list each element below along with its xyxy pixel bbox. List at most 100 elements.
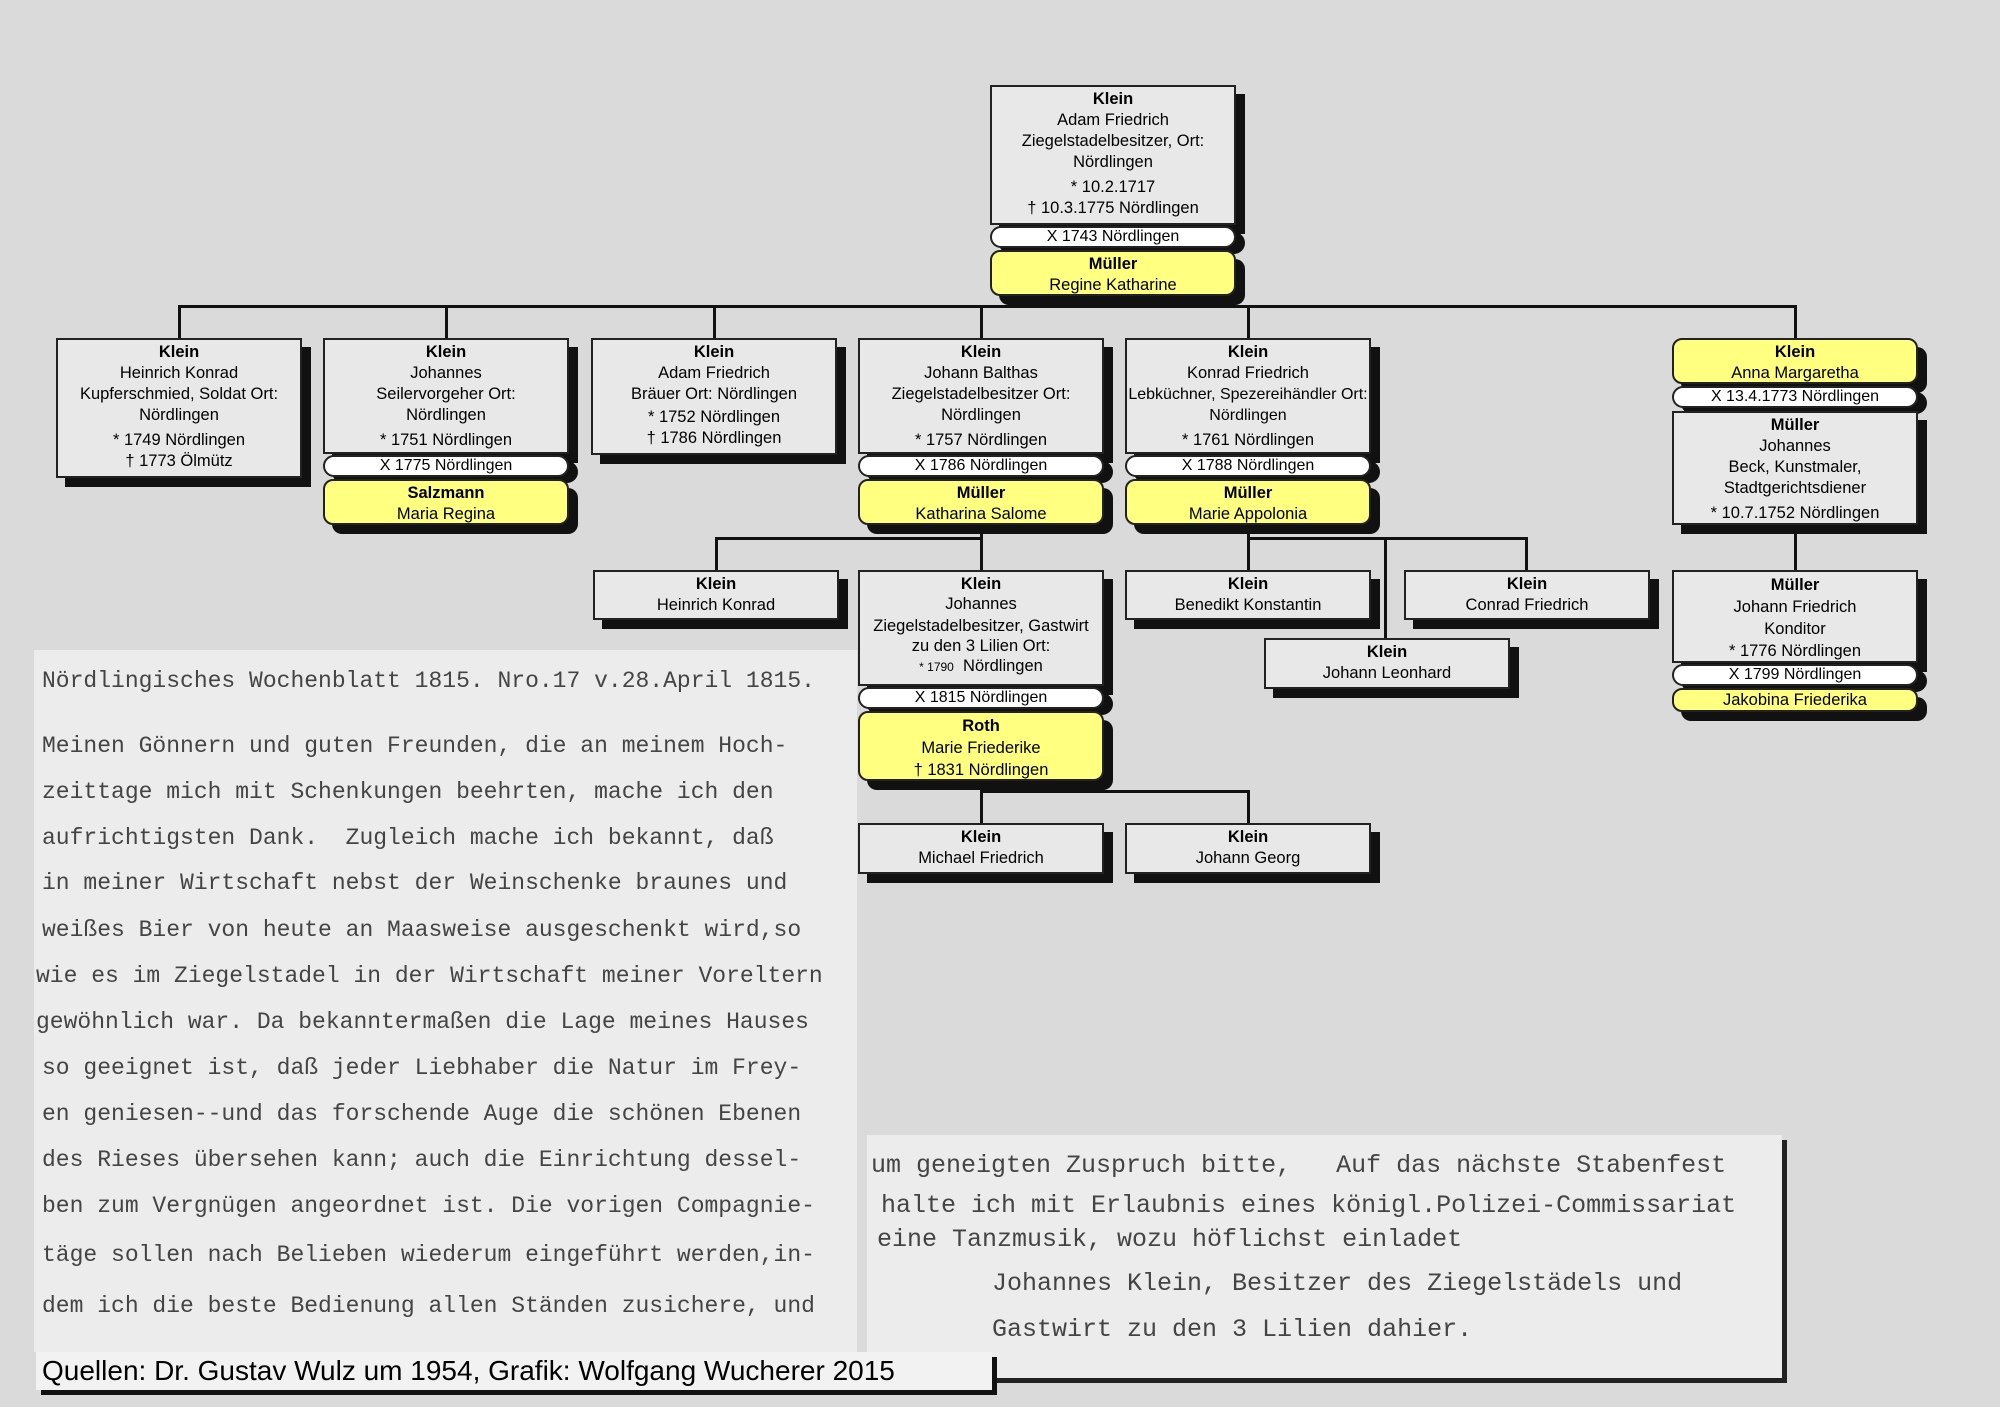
occupation: Ziegelstadelbesitzer, Ort: Nördlingen	[1021, 132, 1205, 171]
person-child[interactable]: Klein Johannes Seilervorgeher Ort: Nördl…	[323, 338, 569, 454]
given-name: Katharina Salome	[915, 505, 1047, 523]
given-name: Maria Regina	[396, 505, 496, 523]
marriage-label: X 1775 Nördlingen	[323, 455, 569, 477]
scan-line: des Rieses übersehen kann; auch die Einr…	[42, 1147, 802, 1173]
scan-line: Gastwirt zu den 3 Lilien dahier.	[992, 1315, 1473, 1344]
surname: Klein	[695, 575, 737, 593]
surname: Klein	[1774, 343, 1816, 361]
scan-line: zeittage mich mit Schenkungen beehrten, …	[42, 779, 774, 805]
connector	[1247, 305, 1250, 338]
occupation: Konditor	[1764, 620, 1826, 638]
surname: Klein	[960, 343, 1002, 361]
connector	[1794, 525, 1797, 570]
occupation: Kupferschmied, Soldat Ort: Nördlingen	[79, 385, 279, 424]
surname: Klein	[1506, 575, 1548, 593]
person-child[interactable]: Klein Heinrich Konrad Kupferschmied, Sol…	[56, 338, 302, 478]
person-root[interactable]: Klein Adam Friedrich Ziegelstadelbesitze…	[990, 85, 1236, 225]
occupation: Lebküchner, Spezereihändler Ort: Nördlin…	[1128, 386, 1368, 424]
marriage-label: X 1786 Nördlingen	[858, 455, 1104, 477]
person-child[interactable]: Klein Johann Balthas Ziegelstadelbesitze…	[858, 338, 1104, 454]
occupation: Beck, Kunstmaler, Stadtgerichtsdiener	[1723, 458, 1867, 497]
given-name: Michael Friedrich	[918, 849, 1044, 867]
marriage-label: X 1743 Nördlingen	[990, 226, 1236, 248]
given-name: Regine Katharine	[1049, 276, 1177, 294]
surname: Roth	[962, 717, 1000, 735]
person-grandchild[interactable]: Klein Johannes Ziegelstadelbesitzer, Gas…	[858, 570, 1104, 686]
birth: * 1761 Nördlingen	[1181, 431, 1315, 449]
surname: Klein	[960, 828, 1002, 846]
connector	[1794, 305, 1797, 338]
spouse[interactable]: Salzmann Maria Regina	[323, 479, 569, 525]
surname: Müller	[1770, 576, 1820, 594]
given-name: Conrad Friedrich	[1465, 596, 1589, 614]
surname: Klein	[960, 575, 1002, 593]
surname: Klein	[425, 343, 467, 361]
connector	[1247, 525, 1250, 570]
birth-year: * 1790	[919, 660, 954, 674]
connector	[715, 537, 718, 570]
occupation: Bräuer Ort: Nördlingen	[631, 385, 797, 403]
spouse[interactable]: Roth Marie Friederike † 1831 Nördlingen	[858, 711, 1104, 781]
given-name: Johann Friedrich	[1733, 598, 1857, 616]
scan-line: so geeignet ist, daß jeder Liebhaber die…	[42, 1055, 802, 1081]
marriage-label: X 1799 Nördlingen	[1672, 664, 1918, 686]
scan-line: en geniesen--und das forschende Auge die…	[42, 1101, 802, 1127]
given-name: Johannes	[945, 595, 1017, 613]
scan-line: gewöhnlich war. Da bekanntermaßen die La…	[36, 1009, 809, 1035]
given-name: Adam Friedrich	[1057, 111, 1169, 129]
connector	[1384, 537, 1387, 638]
connector	[1247, 790, 1250, 823]
given-name: Marie Friederike	[921, 739, 1041, 757]
connector	[980, 781, 983, 823]
surname: Müller	[1770, 416, 1820, 434]
birth: * 1749 Nördlingen	[112, 431, 246, 449]
scan-line: dem ich die beste Bedienung allen Stände…	[42, 1293, 815, 1319]
death: † 1831 Nördlingen	[913, 761, 1049, 779]
scan-line: um geneigten Zuspruch bitte, Auf das näc…	[871, 1151, 1727, 1180]
given-name: Heinrich Konrad	[656, 596, 776, 614]
spouse[interactable]: Müller Johannes Beck, Kunstmaler, Stadtg…	[1672, 411, 1918, 525]
person-great-grandchild[interactable]: Klein Michael Friedrich	[858, 823, 1104, 874]
person-child[interactable]: Klein Adam Friedrich Bräuer Ort: Nördlin…	[591, 338, 837, 455]
marriage-label: X 13.4.1773 Nördlingen	[1672, 386, 1918, 408]
marriage-label: X 1815 Nördlingen	[858, 687, 1104, 709]
spouse[interactable]: Jakobina Friederika	[1672, 688, 1918, 712]
person-child[interactable]: Klein Anna Margaretha	[1672, 338, 1918, 384]
person-child[interactable]: Klein Konrad Friedrich Lebküchner, Speze…	[1125, 338, 1371, 454]
given-name: Marie Appolonia	[1188, 505, 1308, 523]
spouse-root[interactable]: Müller Regine Katharine	[990, 250, 1236, 296]
birth: * 1752 Nördlingen	[647, 408, 781, 426]
surname: Klein	[1227, 575, 1269, 593]
source-caption: Quellen: Dr. Gustav Wulz um 1954, Grafik…	[36, 1352, 992, 1390]
given-name: Johannes	[410, 364, 482, 382]
given-name: Konrad Friedrich	[1187, 364, 1309, 382]
connector	[715, 537, 983, 540]
birth: * 1790 Nördlingen	[860, 656, 1102, 677]
person-grandchild[interactable]: Klein Heinrich Konrad	[593, 570, 839, 620]
person-grandchild[interactable]: Klein Benedikt Konstantin	[1125, 570, 1371, 620]
connector	[1112, 296, 1115, 307]
spouse[interactable]: Müller Marie Appolonia	[1125, 479, 1371, 525]
occupation: Ziegelstadelbesitzer, Gastwirt zu den 3 …	[873, 617, 1089, 655]
connector	[178, 305, 181, 338]
person-great-grandchild[interactable]: Klein Johann Georg	[1125, 823, 1371, 874]
connector	[713, 305, 716, 338]
surname: Klein	[1227, 828, 1269, 846]
person-grandchild[interactable]: Klein Conrad Friedrich	[1404, 570, 1650, 620]
connector	[1247, 537, 1528, 540]
spouse[interactable]: Müller Katharina Salome	[858, 479, 1104, 525]
scan-line: eine Tanzmusik, wozu höflichst einladet	[877, 1225, 1463, 1254]
given-name: Jakobina Friederika	[1723, 691, 1867, 709]
connector	[980, 305, 983, 338]
connector	[1525, 537, 1528, 570]
scan-line: Meinen Gönnern und guten Freunden, die a…	[42, 733, 788, 759]
person-grandchild[interactable]: Müller Johann Friedrich Konditor * 1776 …	[1672, 570, 1918, 663]
birth: * 10.2.1717	[1070, 178, 1156, 196]
person-grandchild[interactable]: Klein Johann Leonhard	[1264, 638, 1510, 689]
connector	[178, 305, 1797, 308]
scan-line: aufrichtigsten Dank. Zugleich mache ich …	[42, 825, 774, 851]
given-name: Benedikt Konstantin	[1174, 596, 1322, 614]
connector	[980, 790, 1249, 793]
scan-line: weißes Bier von heute an Maasweise ausge…	[42, 917, 802, 943]
